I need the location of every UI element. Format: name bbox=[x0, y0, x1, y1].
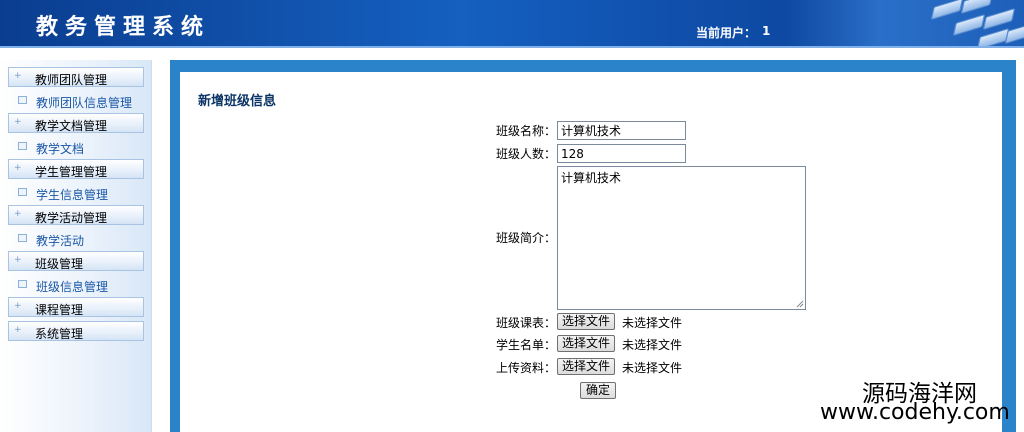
upload-choose-file-button[interactable]: 选择文件 bbox=[557, 358, 616, 375]
sidebar-group-label: 班级管理 bbox=[35, 257, 84, 271]
sidebar-item-label: 教师团队信息管理 bbox=[36, 96, 133, 110]
page-icon bbox=[18, 280, 27, 288]
sidebar-group-course[interactable]: + 课程管理 bbox=[8, 297, 144, 317]
submit-button[interactable]: 确定 bbox=[580, 382, 617, 399]
sidebar-group-label: 教师团队管理 bbox=[35, 73, 108, 87]
sidebar-group-teacher-team[interactable]: + 教师团队管理 bbox=[8, 67, 144, 87]
page-icon bbox=[18, 234, 27, 242]
sidebar-group-teaching-activity[interactable]: + 教学活动管理 bbox=[8, 205, 144, 225]
sidebar-item-teaching-docs[interactable]: 教学文档 bbox=[16, 138, 146, 156]
sidebar-item-label: 学生信息管理 bbox=[36, 188, 109, 202]
page-icon bbox=[18, 188, 27, 196]
class-name-label: 班级名称： bbox=[495, 124, 556, 138]
sidebar-item-teaching-activity[interactable]: 教学活动 bbox=[16, 230, 146, 248]
resize-grip-icon[interactable] bbox=[796, 300, 804, 308]
roster-choose-file-button[interactable]: 选择文件 bbox=[557, 335, 616, 352]
sidebar-item-label: 教学文档 bbox=[36, 142, 85, 156]
sidebar-group-label: 系统管理 bbox=[35, 327, 84, 341]
sidebar-item-class-info[interactable]: 班级信息管理 bbox=[16, 276, 146, 294]
current-user-label: 当前用户： bbox=[696, 26, 757, 40]
sidebar-group-system[interactable]: + 系统管理 bbox=[8, 321, 144, 341]
expand-icon: + bbox=[14, 301, 22, 311]
upload-label: 上传资料： bbox=[495, 361, 556, 375]
sidebar: + 教师团队管理 教师团队信息管理 + 教学文档管理 教学文档 + 学生管理管理… bbox=[0, 60, 152, 432]
roster-label: 学生名单： bbox=[495, 338, 556, 352]
current-user-value: 1 bbox=[762, 24, 771, 38]
sidebar-group-label: 学生管理管理 bbox=[35, 165, 108, 179]
schedule-label: 班级课表： bbox=[495, 316, 556, 330]
sidebar-item-teacher-team-info[interactable]: 教师团队信息管理 bbox=[16, 92, 146, 110]
app-header: 教务管理系统 当前用户： 1 bbox=[0, 0, 1024, 48]
page-icon bbox=[18, 96, 27, 104]
class-intro-textarea[interactable]: 计算机技术 bbox=[557, 166, 806, 310]
watermark-line-1: 源码海洋网 bbox=[862, 381, 977, 407]
app-title: 教务管理系统 bbox=[36, 14, 211, 40]
expand-icon: + bbox=[14, 117, 22, 127]
keyboard-decoration-icon bbox=[784, 0, 1024, 48]
class-name-input[interactable] bbox=[557, 121, 686, 140]
schedule-file-status: 未选择文件 bbox=[622, 316, 683, 330]
main-content: 新增班级信息 班级名称： 班级人数： 班级简介： 计算机技术 班级课表： 选择文… bbox=[180, 72, 1002, 432]
page-title: 新增班级信息 bbox=[198, 94, 277, 109]
sidebar-group-class[interactable]: + 班级管理 bbox=[8, 251, 144, 271]
sidebar-item-label: 教学活动 bbox=[36, 234, 85, 248]
expand-icon: + bbox=[14, 163, 22, 173]
expand-icon: + bbox=[14, 71, 22, 81]
schedule-choose-file-button[interactable]: 选择文件 bbox=[557, 313, 616, 330]
watermark-line-2: www.codehy.com bbox=[820, 400, 1010, 425]
sidebar-group-label: 教学活动管理 bbox=[35, 211, 108, 225]
roster-file-status: 未选择文件 bbox=[622, 338, 683, 352]
sidebar-group-student[interactable]: + 学生管理管理 bbox=[8, 159, 144, 179]
main-frame: 新增班级信息 班级名称： 班级人数： 班级简介： 计算机技术 班级课表： 选择文… bbox=[170, 60, 1016, 432]
expand-icon: + bbox=[14, 209, 22, 219]
sidebar-group-teaching-docs[interactable]: + 教学文档管理 bbox=[8, 113, 144, 133]
expand-icon: + bbox=[14, 255, 22, 265]
upload-file-status: 未选择文件 bbox=[622, 361, 683, 375]
sidebar-item-label: 班级信息管理 bbox=[36, 280, 109, 294]
class-size-label: 班级人数： bbox=[495, 147, 556, 161]
expand-icon: + bbox=[14, 325, 22, 335]
class-intro-label: 班级简介： bbox=[495, 231, 556, 245]
sidebar-group-label: 课程管理 bbox=[35, 303, 84, 317]
page-icon bbox=[18, 142, 27, 150]
class-size-input[interactable] bbox=[557, 144, 686, 163]
sidebar-item-student-info[interactable]: 学生信息管理 bbox=[16, 184, 146, 202]
sidebar-group-label: 教学文档管理 bbox=[35, 119, 108, 133]
